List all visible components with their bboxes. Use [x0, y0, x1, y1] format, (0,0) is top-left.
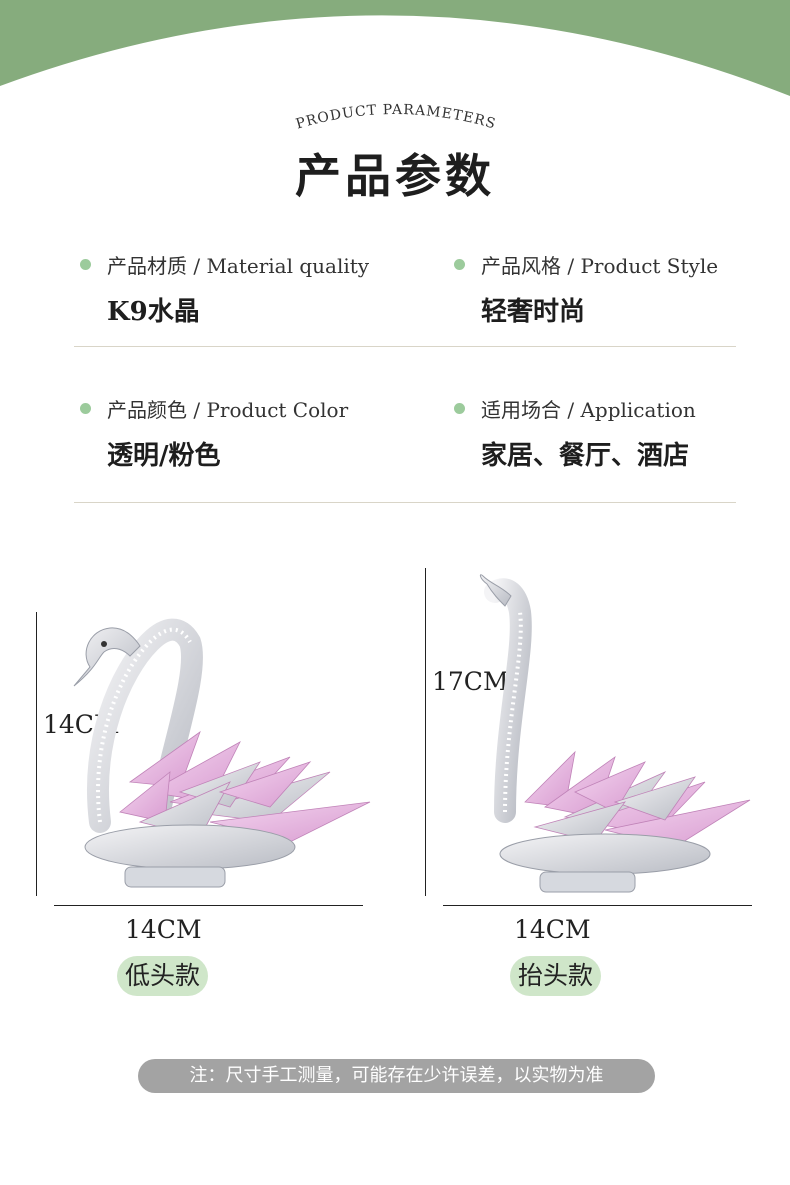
param-label: 适用场合 / Application	[481, 397, 696, 422]
param-style: 产品风格 / Product Style 轻奢时尚	[454, 251, 774, 328]
height-dimension-line	[425, 568, 426, 896]
subtitle-curved: PRODUCT PARAMETERS	[294, 102, 498, 133]
height-label: 17CM	[432, 667, 509, 696]
bullet-dot	[454, 402, 465, 414]
param-value: 家居、餐厅、酒店	[481, 441, 690, 471]
param-value: 透明/粉色	[107, 441, 221, 471]
measurement-note: 注：尺寸手工测量，可能存在少许误差，以实物为准	[138, 1059, 655, 1093]
product-badge-head-up: 抬头款	[510, 956, 602, 996]
width-label: 14CM	[125, 915, 202, 944]
page-title: 产品参数	[295, 149, 495, 203]
bullet-dot	[80, 402, 91, 414]
swan-head-up-image	[479, 574, 751, 893]
param-application: 适用场合 / Application 家居、餐厅、酒店	[454, 395, 774, 472]
param-value: 轻奢时尚	[481, 297, 586, 327]
param-label: 产品材质 / Material quality	[107, 253, 370, 278]
product-badge-head-down: 低头款	[117, 956, 209, 996]
bullet-dot	[454, 258, 465, 270]
param-label: 产品颜色 / Product Color	[107, 397, 349, 422]
width-dimension-line	[443, 905, 752, 906]
param-material: 产品材质 / Material quality K9水晶	[80, 251, 400, 328]
svg-text:PRODUCT PARAMETERS: PRODUCT PARAMETERS	[294, 102, 498, 133]
param-color: 产品颜色 / Product Color 透明/粉色	[80, 395, 400, 472]
param-label: 产品风格 / Product Style	[481, 253, 719, 278]
swan-head-down-image	[73, 618, 371, 888]
bullet-dot	[80, 258, 91, 270]
divider	[74, 346, 736, 347]
param-value: K9水晶	[107, 297, 200, 327]
width-label: 14CM	[514, 915, 591, 944]
top-green-arc	[0, 0, 790, 96]
divider	[74, 502, 736, 503]
page-subtitle: PRODUCT PARAMETERS	[294, 102, 497, 133]
width-dimension-line	[54, 905, 363, 906]
height-dimension-line	[36, 612, 37, 896]
